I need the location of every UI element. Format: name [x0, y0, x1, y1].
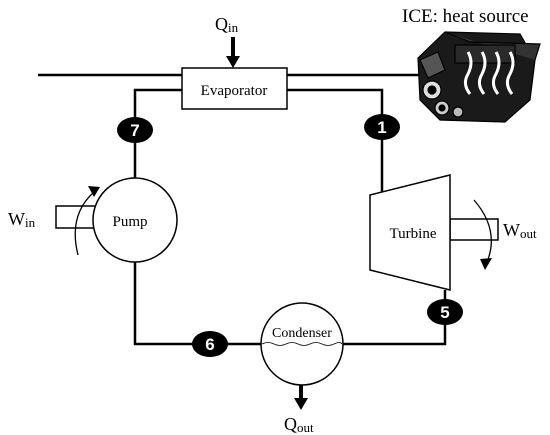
w-in-label: Win: [8, 209, 36, 230]
heat-output: Qout: [284, 385, 314, 435]
pipe-evaporator-to-turbine: [287, 88, 384, 195]
turbine-label: Turbine: [390, 226, 437, 242]
state-point-7-label: 7: [130, 121, 139, 140]
condenser-label: Condenser: [272, 326, 332, 341]
state-point-6: 6: [192, 331, 228, 357]
q-out-arrow-head: [294, 398, 308, 410]
state-point-1-label: 1: [377, 118, 386, 137]
q-out-label: Qout: [284, 414, 314, 435]
condenser: Condenser: [260, 302, 344, 386]
turbine: Turbine: [369, 174, 499, 291]
engine-block-icon: [417, 31, 541, 123]
q-in-label: Qin: [215, 14, 239, 35]
state-point-1: 1: [364, 114, 400, 140]
pump: Pump: [55, 177, 178, 263]
condenser-wave: [261, 342, 343, 346]
q-in-arrow-head: [226, 56, 240, 68]
w-out-label: Wout: [503, 220, 537, 241]
heat-input: Qin: [215, 14, 240, 68]
state-point-5: 5: [427, 299, 463, 325]
pipe-condenser-to-pump: [133, 262, 262, 346]
state-point-7: 7: [117, 117, 153, 143]
evaporator: Evaporator: [181, 67, 288, 110]
rotation-arrow-icon: [74, 186, 100, 256]
pump-label: Pump: [112, 214, 147, 230]
heat-source-title: ICE: heat source: [402, 6, 529, 27]
evaporator-label: Evaporator: [201, 83, 268, 99]
state-point-5-label: 5: [440, 303, 449, 322]
pipe-pump-to-evaporator: [133, 88, 182, 178]
rotation-arrow-icon: [473, 199, 492, 270]
state-point-6-label: 6: [205, 335, 214, 354]
